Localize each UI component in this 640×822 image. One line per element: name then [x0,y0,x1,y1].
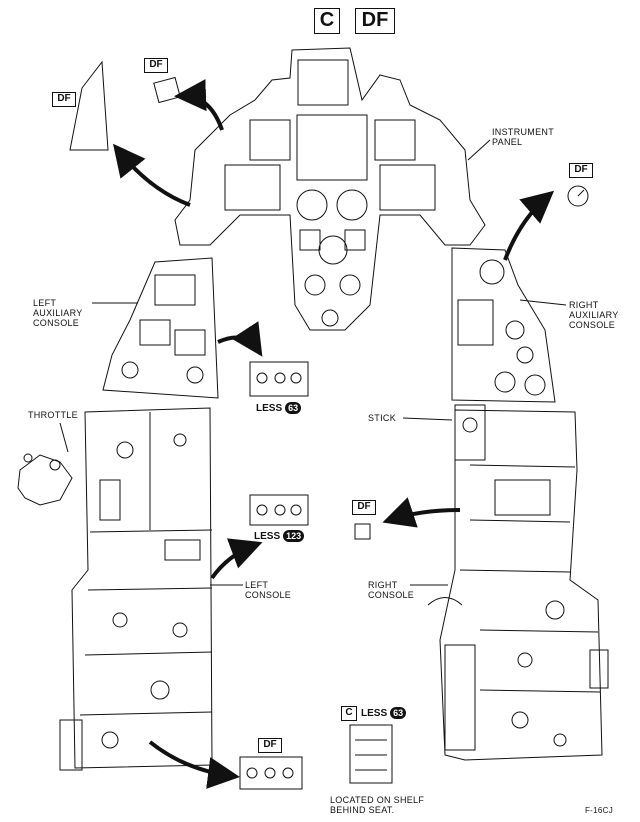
stick [454,404,486,461]
less-63-number-b: 63 [390,707,407,719]
figure-id: F-16CJ [585,806,614,815]
arrow-to-df-bottom-panel [148,740,240,789]
tag-c-bottom: C [341,706,357,721]
tag-c: C [314,8,340,34]
label-instrument-panel: INSTRUMENT PANEL [492,127,554,147]
tag-df-right-gauge: DF [569,163,593,178]
tag-df: DF [355,8,395,34]
left-console [59,407,213,771]
leader-stick [402,417,453,421]
df-right-console-item-detail [354,523,371,540]
arrow-to-df-left-panel [113,143,191,207]
arrow-to-df-right-console-item [382,497,461,528]
less-63-panel-detail [249,361,309,397]
label-stick: STICK [368,413,397,423]
less-63-text-b: LESS [361,708,388,719]
shelf-panel-detail [349,724,393,784]
label-throttle: THROTTLE [28,410,78,420]
less-123-text: LESS [254,531,281,542]
arrow-to-df-left-small [174,79,224,131]
less-63-number: 63 [285,402,302,414]
df-left-small-detail [153,76,181,104]
tag-df-left-small: DF [144,58,168,73]
df-bottom-panel-detail [239,756,303,790]
less-63-text: LESS [256,403,283,414]
leader-instrument-panel [467,139,491,161]
label-left-auxiliary-console: LEFT AUXILIARY CONSOLE [33,298,83,328]
tag-df-bottom-panel: DF [258,738,282,753]
label-right-auxiliary-console: RIGHT AUXILIARY CONSOLE [569,300,619,330]
df-left-panel-detail [69,60,109,151]
label-located-on-shelf: LOCATED ON SHELF BEHIND SEAT. [330,795,425,815]
instrument-panel [174,47,486,331]
right-console [427,409,609,761]
tag-df-right-console-item: DF [352,500,376,515]
tag-df-left-panel: DF [52,92,76,107]
less-123-panel-detail [249,494,309,526]
arrow-to-less-123-panel [210,538,263,580]
arrow-to-less-63-panel [217,321,263,357]
right-auxiliary-console [451,247,556,403]
throttle [17,453,73,506]
label-left-console: LEFT CONSOLE [245,580,292,600]
leader-throttle [59,422,69,453]
arrow-to-df-right-gauge [503,190,555,261]
df-right-gauge-detail [567,185,589,207]
left-auxiliary-console [102,257,219,399]
less-123-number: 123 [283,530,305,542]
label-right-console: RIGHT CONSOLE [368,580,415,600]
leader-right-aux-console [519,299,567,306]
